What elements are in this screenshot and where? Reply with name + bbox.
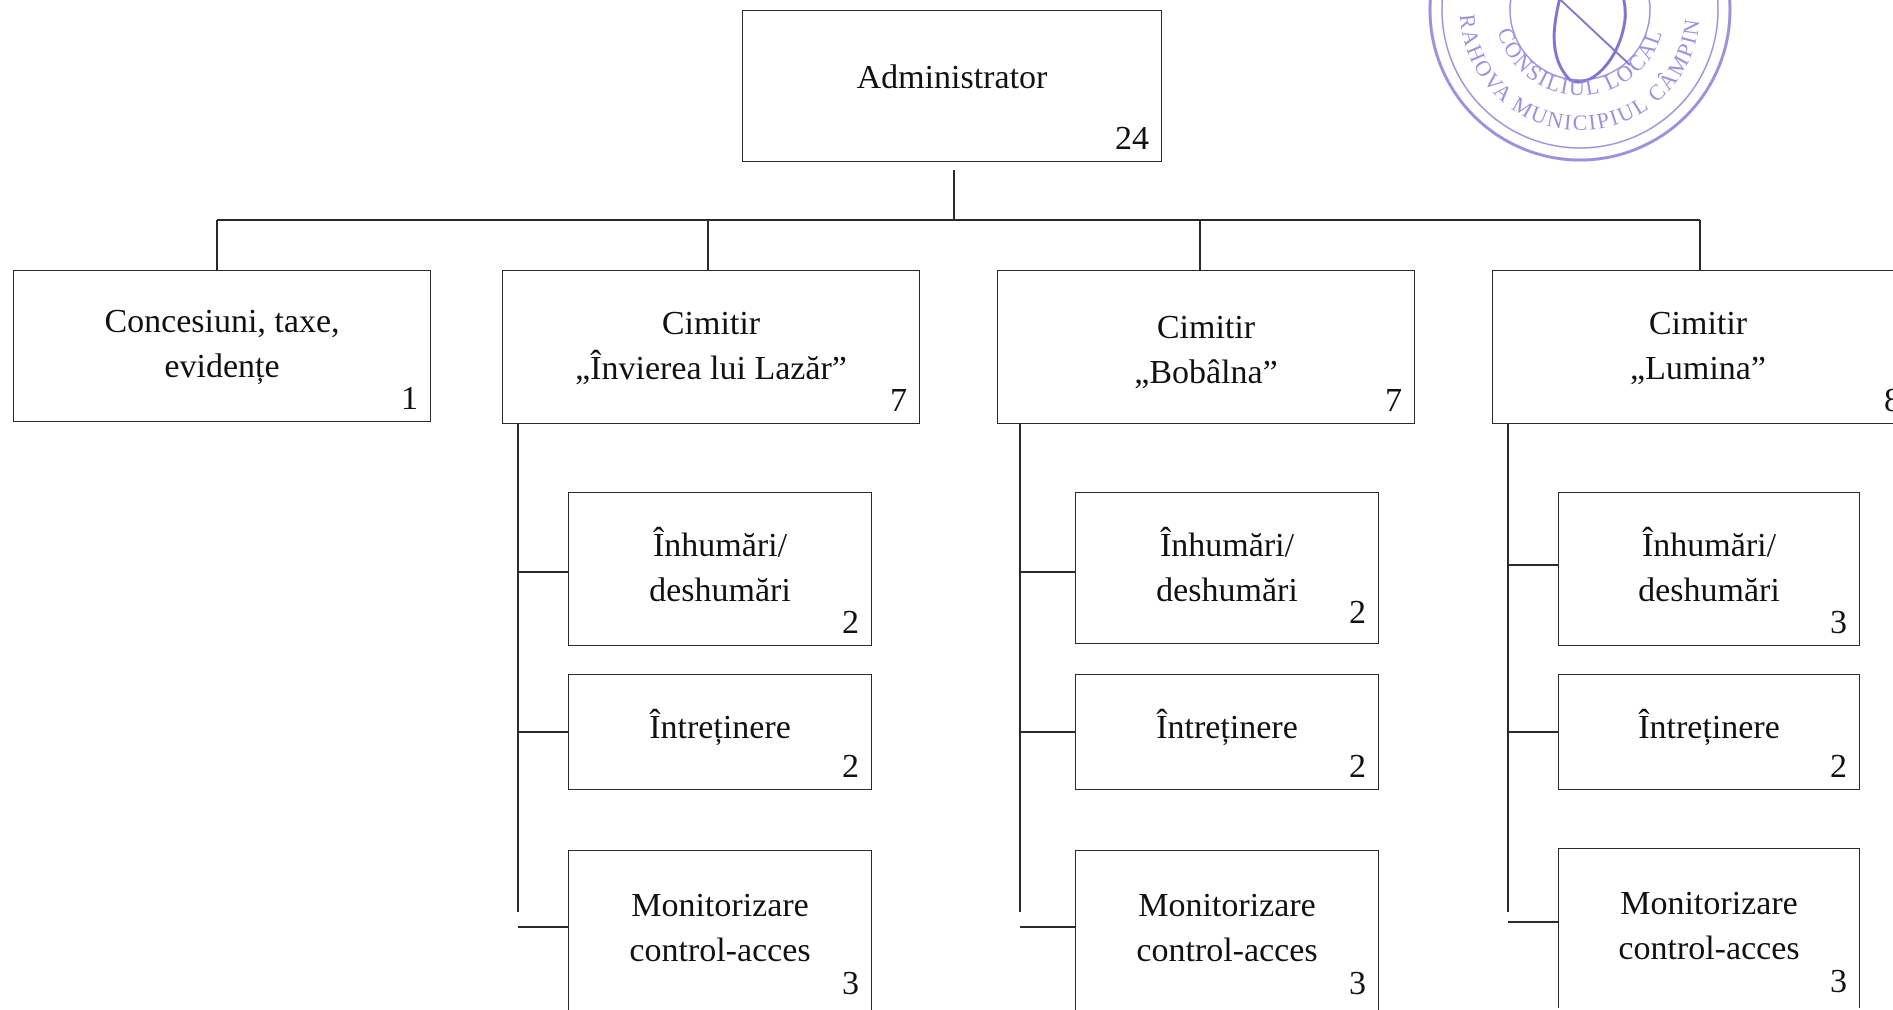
- node-title: Monitorizare control-acces: [1136, 887, 1318, 969]
- node-count: 2: [1349, 748, 1366, 785]
- node-title: Administrator: [856, 59, 1048, 96]
- node-inhumari-deshumari: Înhumări/ deshumări 2: [1075, 492, 1379, 644]
- node-count: 2: [1830, 748, 1847, 785]
- node-count: 3: [1830, 604, 1847, 641]
- node-count: 8: [1884, 382, 1893, 419]
- node-count: 1: [401, 380, 418, 417]
- node-inhumari-deshumari: Înhumări/ deshumări 2: [568, 492, 872, 646]
- node-count: 7: [1385, 382, 1402, 419]
- node-intretinere: Întreținere 2: [568, 674, 872, 790]
- node-title: Înhumări/ deshumări: [1638, 527, 1780, 609]
- node-count: 2: [842, 604, 859, 641]
- node-title: Înhumări/ deshumări: [1156, 527, 1298, 609]
- node-monitorizare-control-acces: Monitorizare control-acces 3: [1075, 850, 1379, 1010]
- node-count: 2: [1349, 594, 1366, 631]
- node-title: Monitorizare control-acces: [629, 887, 811, 969]
- node-title: Cimitir „Învierea lui Lazăr”: [575, 305, 847, 387]
- node-cimitir-bobalna: Cimitir „Bobâlna” 7: [997, 270, 1415, 424]
- node-cimitir-lumina: Cimitir „Lumina” 8: [1492, 270, 1893, 424]
- seal-inner-text: CONSILIUL LOCAL: [1493, 24, 1668, 100]
- node-intretinere: Întreținere 2: [1075, 674, 1379, 790]
- node-cimitir-invierea-lui-lazar: Cimitir „Învierea lui Lazăr” 7: [502, 270, 920, 424]
- node-title: Monitorizare control-acces: [1618, 885, 1800, 967]
- node-count: 3: [842, 965, 859, 1002]
- node-monitorizare-control-acces: Monitorizare control-acces 3: [568, 850, 872, 1010]
- node-count: 3: [1349, 965, 1366, 1002]
- node-intretinere: Întreținere 2: [1558, 674, 1860, 790]
- node-title: Cimitir „Lumina”: [1630, 305, 1766, 387]
- node-count: 7: [890, 382, 907, 419]
- node-title: Concesiuni, taxe, evidențe: [104, 303, 340, 385]
- node-inhumari-deshumari: Înhumări/ deshumări 3: [1558, 492, 1860, 646]
- node-title: Întreținere: [649, 709, 791, 746]
- node-concesiuni: Concesiuni, taxe, evidențe 1: [13, 270, 431, 422]
- node-title: Înhumări/ deshumări: [649, 527, 791, 609]
- node-count: 2: [842, 748, 859, 785]
- node-title: Întreținere: [1638, 709, 1780, 746]
- node-title: Cimitir „Bobâlna”: [1134, 309, 1278, 391]
- official-seal: PRAHOVA MUNICIPIUL CÂMPINA CONSILIUL LOC…: [1420, 0, 1732, 162]
- node-count: 24: [1115, 120, 1149, 157]
- node-monitorizare-control-acces: Monitorizare control-acces 3: [1558, 848, 1860, 1008]
- node-title: Întreținere: [1156, 709, 1298, 746]
- node-administrator: Administrator 24: [742, 10, 1162, 162]
- node-count: 3: [1830, 963, 1847, 1000]
